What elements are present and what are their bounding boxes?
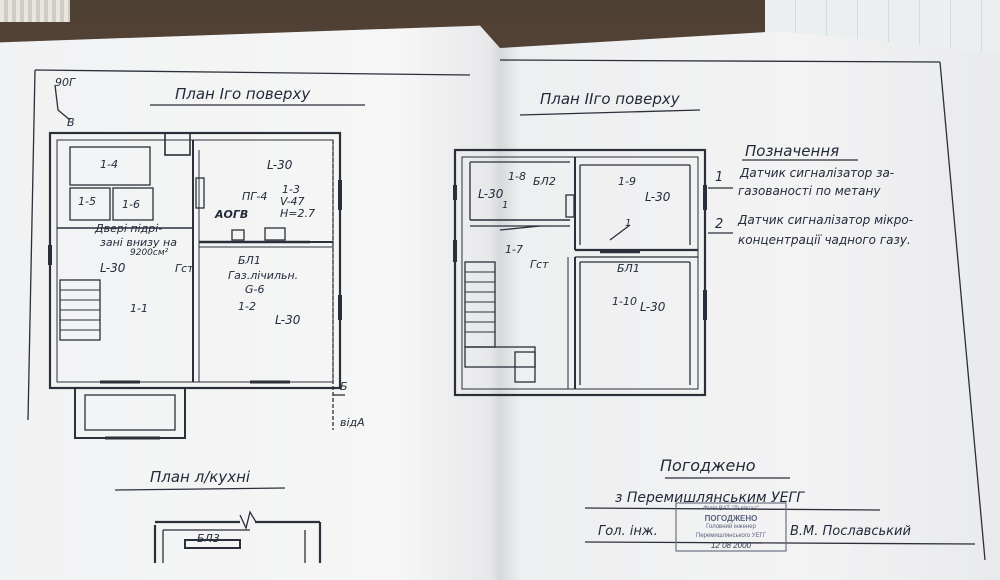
room-1-10: 1-10 [612, 295, 637, 308]
room-1-8: 1-8 [508, 170, 526, 183]
room-1-1: 1-1 [130, 302, 148, 315]
label-l30-left: L-30 [100, 261, 126, 275]
room-1-4: 1-4 [100, 158, 118, 171]
chief-engineer-label: Гол. інж. [598, 524, 658, 539]
label-l30-b: L-30 [645, 190, 671, 204]
door-note-line2: зані внизу на [100, 236, 177, 249]
floor-plan-sheet [0, 25, 1000, 580]
stamp-line-2: ПОГОДЖЕНО [704, 514, 758, 523]
stamp-line-3: Головний інженер [706, 524, 756, 530]
kitchen-plan-title: План л/кухні [150, 468, 251, 486]
label-gst: Гст [175, 262, 194, 275]
legend-item-2-line1: Датчик сигналізатор мікро- [738, 213, 913, 227]
room-1-3: 1-3 [282, 183, 300, 196]
floor-plan-drawing [27, 59, 986, 563]
approval-organization: з Перемишлянським УЕГГ [615, 490, 805, 506]
legend-title: Позначення [745, 142, 840, 160]
label-l30-right: L-30 [275, 313, 301, 327]
door-note-line1: Двері підрі- [95, 222, 163, 235]
stamp-line-1: Філія ВАТ "Львівгаз" [703, 506, 759, 512]
legend-item-2-num: 2 [715, 217, 724, 232]
label-l30-top: L-30 [267, 158, 293, 172]
stamp-date: 12 08 2000 [710, 541, 752, 550]
left-plan-title: План Іго поверху [175, 85, 311, 103]
label-bl1-right: БЛ1 [617, 262, 640, 275]
label-sensor-1a: 1 [502, 200, 509, 211]
label-l30-a: L-30 [478, 187, 504, 201]
label-bl1: БЛ1 [238, 254, 261, 267]
corner-tag: 90Г [55, 76, 76, 89]
room-1-9: 1-9 [618, 175, 636, 188]
label-gst-right: Гст [530, 258, 549, 271]
approval-heading: Погоджено [660, 456, 756, 475]
corner-letter: В [67, 116, 75, 129]
label-b: Б [340, 380, 348, 393]
right-plan-title: План IIго поверху [540, 90, 680, 108]
label-bl2: БЛ2 [533, 175, 556, 188]
label-sensor-1b: 1 [625, 218, 632, 229]
label-height: Н=2.7 [280, 207, 315, 220]
label-vida: відА [340, 416, 365, 429]
label-volume: V-47 [280, 195, 305, 208]
label-aogv: АОГВ [215, 208, 249, 221]
legend-item-2-line2: концентрації чадного газу. [738, 233, 911, 247]
room-1-5: 1-5 [78, 195, 96, 208]
legend-item-1-line2: газованості по метану [738, 184, 881, 198]
approval-stamp: Філія ВАТ "Львівгаз" ПОГОДЖЕНО Головний … [678, 505, 784, 550]
label-pg4: ПГ-4 [242, 190, 268, 203]
label-g6: G-6 [245, 283, 265, 296]
room-1-2: 1-2 [238, 300, 256, 313]
signer-name: В.М. Пославський [790, 524, 911, 539]
legend-item-1-line1: Датчик сигналізатор за- [740, 166, 895, 180]
label-gas-meter: Газ.лічильн. [228, 269, 299, 282]
label-bl3: БЛ3 [197, 532, 220, 545]
stamp-line-4: Перемишлянського УЕГГ [695, 533, 767, 539]
room-1-7: 1-7 [505, 243, 523, 256]
legend-item-1-num: 1 [715, 170, 724, 185]
room-1-6: 1-6 [122, 198, 140, 211]
door-note-line3: 9200см² [130, 248, 169, 258]
label-l30-c: L-30 [640, 300, 666, 314]
lace-doily [0, 0, 70, 22]
